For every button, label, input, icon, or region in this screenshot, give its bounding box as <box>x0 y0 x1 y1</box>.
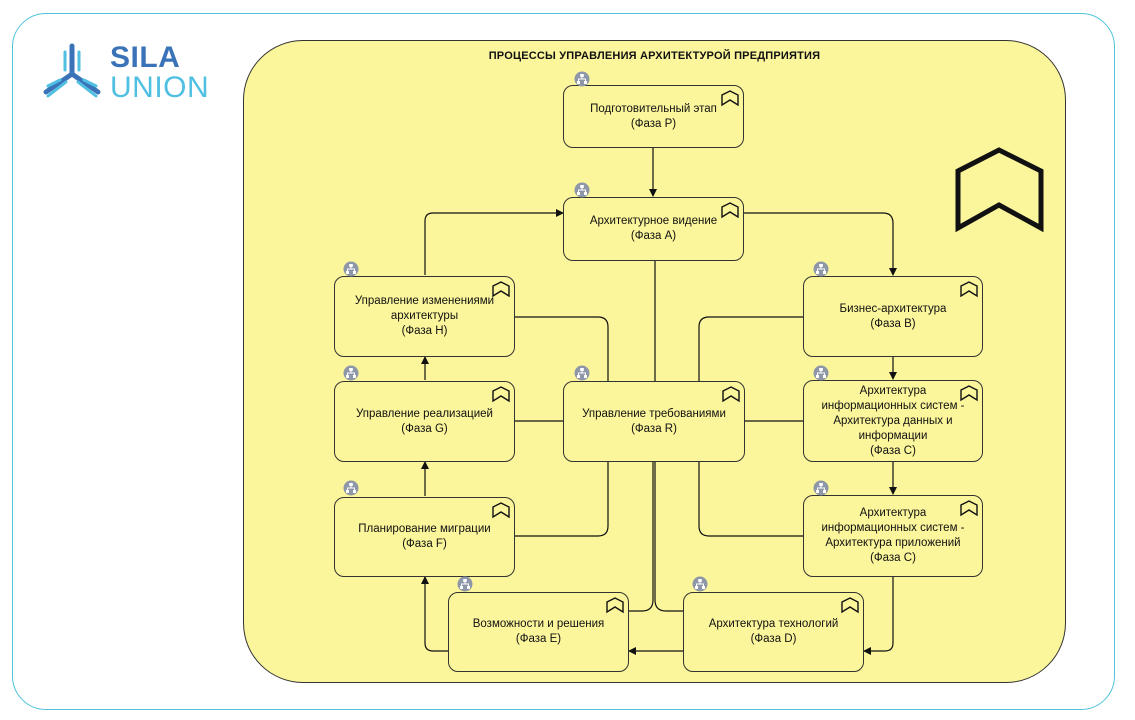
node-label: Планирование миграции (Фаза F) <box>358 523 491 550</box>
connector-r-d <box>654 462 683 612</box>
connector-h-a <box>424 209 564 275</box>
node-label: Подготовительный этап (Фаза P) <box>590 102 717 130</box>
business-role-icon <box>813 480 829 496</box>
node-phase-f[interactable]: Планирование миграции (Фаза F) <box>334 497 515 577</box>
node-phase-c-data[interactable]: Архитектура информационных систем - Архи… <box>803 380 983 462</box>
process-chevron-icon <box>721 202 739 219</box>
business-role-icon <box>574 365 590 381</box>
business-role-icon <box>692 576 708 592</box>
logo-mark-icon <box>43 43 101 98</box>
sila-union-logo: SILA UNION <box>38 40 218 106</box>
process-chevron-icon <box>492 386 510 403</box>
archimate-process-chevron-icon <box>955 147 1044 233</box>
process-chevron-icon <box>721 90 739 107</box>
process-chevron-icon <box>960 385 978 402</box>
node-phase-a[interactable]: Архитектурное видение (Фаза A) <box>563 197 744 261</box>
logo-text-sila: SILA <box>110 41 181 74</box>
business-role-icon <box>343 480 359 496</box>
business-role-icon <box>813 261 829 277</box>
business-role-icon <box>343 365 359 381</box>
connector-r-c2 <box>698 462 804 537</box>
connector-c2-d <box>863 577 894 655</box>
business-role-icon <box>574 71 590 87</box>
process-chevron-icon <box>960 500 978 517</box>
node-phase-d[interactable]: Архитектура технологий (Фаза D) <box>683 592 864 672</box>
node-phase-e[interactable]: Возможности и решения (Фаза E) <box>448 592 629 672</box>
process-chevron-icon <box>960 281 978 298</box>
connector-r-f <box>515 462 609 537</box>
connector-r-e <box>629 462 654 612</box>
node-phase-p[interactable]: Подготовительный этап (Фаза P) <box>563 85 744 148</box>
connector-r-h <box>515 316 609 381</box>
business-role-icon <box>343 261 359 277</box>
process-chevron-icon <box>606 597 624 614</box>
process-chevron-icon <box>722 386 740 403</box>
logo-text-union: UNION <box>110 71 210 104</box>
business-role-icon <box>813 365 829 381</box>
node-phase-c-applications[interactable]: Архитектура информационных систем - Архи… <box>803 495 983 577</box>
node-label: Архитектура информационных систем - Архи… <box>821 384 965 457</box>
process-chevron-icon <box>492 281 510 298</box>
node-label: Архитектура технологий (Фаза D) <box>708 618 839 645</box>
diagram-title: ПРОЦЕССЫ УПРАВЛЕНИЯ АРХИТЕКТУРОЙ ПРЕДПРИ… <box>488 50 821 62</box>
connector-a-b <box>743 212 897 276</box>
business-role-icon <box>457 576 473 592</box>
node-phase-h[interactable]: Управление изменениями архитектуры (Фаза… <box>334 276 515 357</box>
node-label: Управление требованиями (Фаза R) <box>582 407 726 435</box>
node-label: Бизнес-архитектура (Фаза B) <box>839 302 947 330</box>
connector-r-b <box>698 316 804 381</box>
node-phase-b[interactable]: Бизнес-архитектура (Фаза B) <box>803 276 983 357</box>
process-chevron-icon <box>492 502 510 519</box>
business-role-icon <box>574 182 590 198</box>
node-label: Архитектурное видение (Фаза A) <box>589 215 718 242</box>
node-phase-g[interactable]: Управление реализацией (Фаза G) <box>334 381 515 462</box>
connector-e-f <box>421 576 448 652</box>
outer-frame <box>12 13 1115 710</box>
node-label: Возможности и решения (Фаза E) <box>472 618 605 645</box>
node-label: Архитектура информационных систем - Архи… <box>821 507 965 564</box>
process-chevron-icon <box>841 597 859 614</box>
node-phase-r[interactable]: Управление требованиями (Фаза R) <box>563 381 745 462</box>
node-label: Управление изменениями архитектуры (Фаза… <box>354 295 495 337</box>
node-label: Управление реализацией (Фаза G) <box>356 407 493 435</box>
